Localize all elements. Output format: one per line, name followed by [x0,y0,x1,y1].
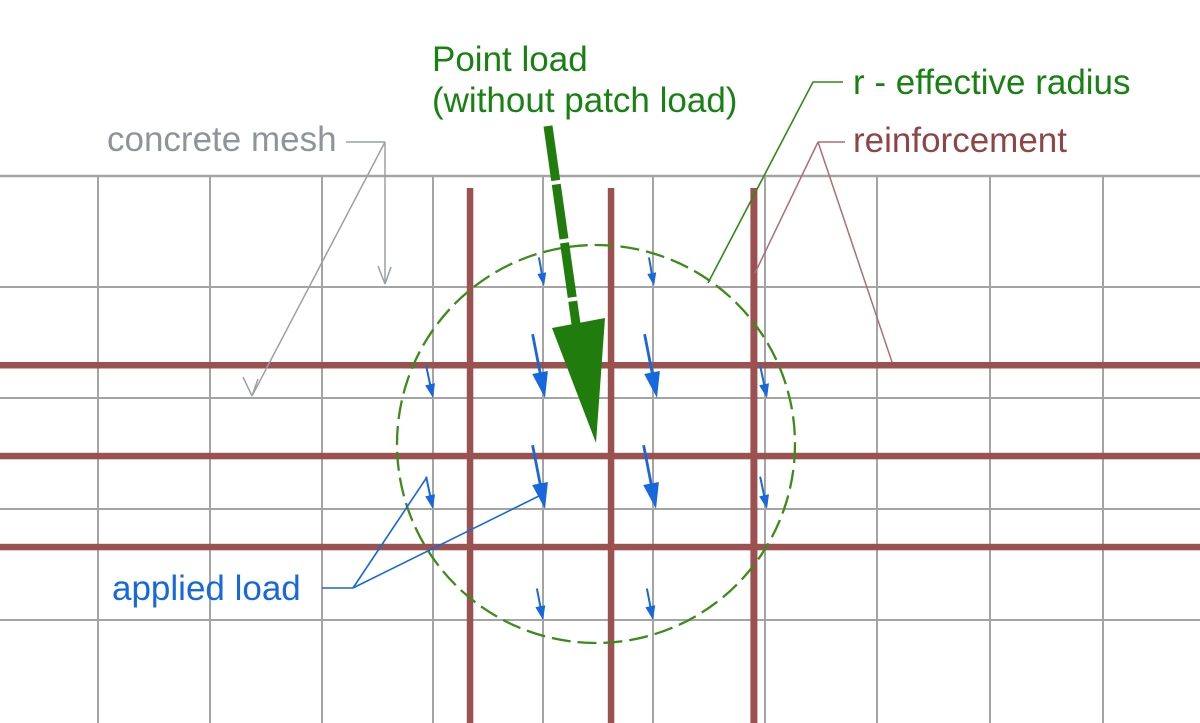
applied-load-arrows [425,257,769,620]
applied-load-arrow [759,365,769,398]
effective-radius-label: r - effective radius [853,63,1131,102]
applied-load-arrow [531,444,548,509]
point-load-label-line1: Point load [432,40,588,79]
concrete-mesh-label: concrete mesh [107,120,337,159]
applied-load-leader [322,476,540,589]
applied-load-arrow [425,365,435,398]
effective-radius-circle [395,243,797,645]
reinforcement-bars [0,188,1200,723]
point-load-arrow [543,125,605,443]
reinforcement-label: reinforcement [853,121,1067,160]
concrete-mesh-leader [242,141,392,397]
reinforcement-leader [754,141,893,363]
reinforcement-bar-horizontal [0,452,1200,460]
applied-load-label: applied load [112,569,301,608]
applied-load-arrow [531,333,548,398]
applied-load-arrow [535,588,546,620]
mesh-grid [0,174,1200,723]
applied-load-arrow [425,476,435,509]
point-load-label-line2: (without patch load) [432,81,737,120]
applied-load-arrow [642,444,659,509]
reinforcement-bar-vertical [750,188,758,723]
applied-load-arrow [643,333,660,398]
reinforcement-bar-horizontal [0,543,1200,551]
reinforcement-bar-vertical [607,188,615,723]
point-load-arrow-head [552,318,605,443]
applied-load-arrow [537,257,547,286]
effective-radius-leader [707,81,843,284]
reinforcement-bar-vertical [466,188,474,723]
applied-load-arrow [759,476,769,509]
applied-load-arrow [645,588,656,620]
applied-load-arrow [647,257,657,286]
point-load-arrow-shaft [543,125,581,325]
